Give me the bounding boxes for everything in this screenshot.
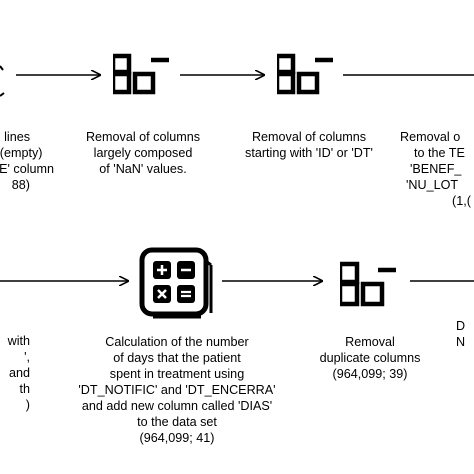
column-table-icon: [277, 53, 333, 95]
row1-left-stub: [0, 65, 5, 97]
step-remove-nan-columns-label: Removal of columns largely composed of '…: [85, 130, 201, 176]
row2-left-partial-label: with ', and th ): [7, 334, 30, 412]
row1-left-partial-label: lines s (empty) CE' column 88): [0, 130, 54, 192]
step-calculate-days-label: Calculation of the number of days that t…: [78, 335, 276, 445]
column-table-icon: [113, 53, 169, 95]
step-remove-duplicate-columns-label: Removal duplicate columns (964,099; 39): [319, 335, 421, 381]
calculator-icon: [139, 247, 213, 319]
column-table-icon: [340, 261, 396, 307]
step-remove-id-dt-columns-label: Removal of columns starting with 'ID' or…: [245, 130, 373, 160]
row2-right-partial-label: D N: [456, 319, 466, 349]
row1-right-partial-label: Removal o to the TE 'BENEF_ 'NU_LOT (1,(: [400, 130, 471, 208]
